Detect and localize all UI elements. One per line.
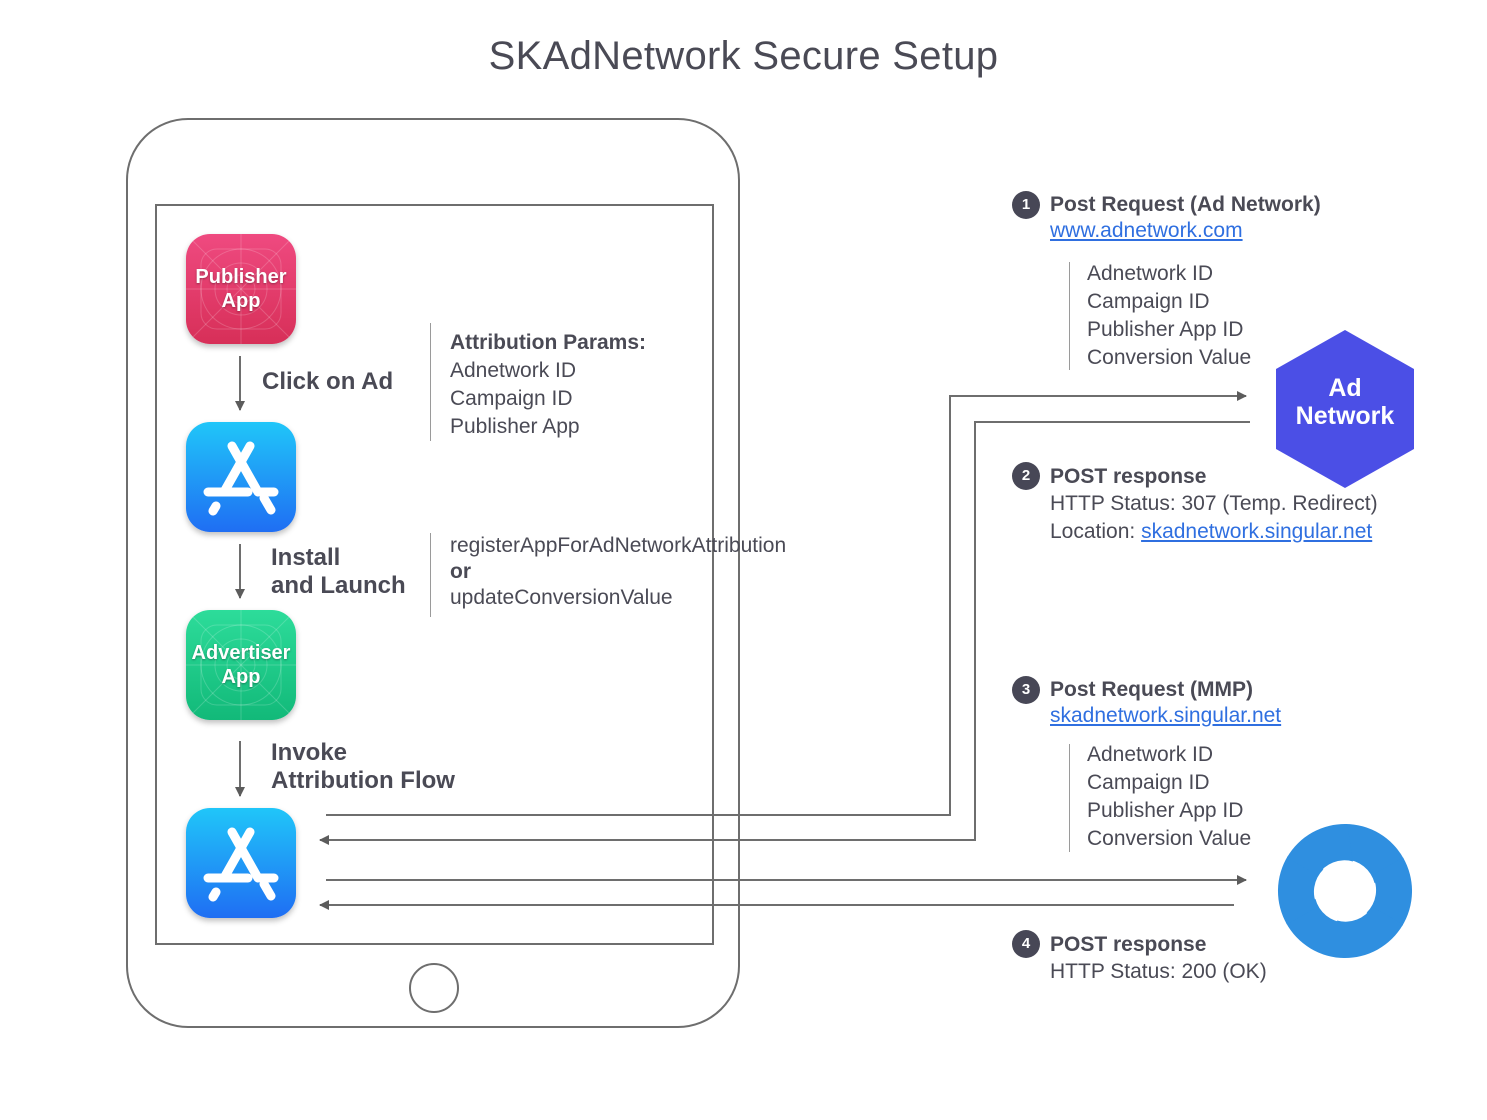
advertiser-app-icon: Advertiser App [186,610,296,720]
api-divider [430,533,431,617]
publisher-app-icon: Publisher App [186,234,296,344]
request-3-url-link[interactable]: skadnetwork.singular.net [1050,704,1282,727]
step-badge-4: 4 [1012,930,1040,958]
ad-network-hexagon-icon [1276,330,1414,488]
attribution-param-item: Adnetwork ID [450,359,577,382]
request-1-title: Post Request (Ad Network) [1050,193,1321,216]
response-2-status: HTTP Status: 307 (Temp. Redirect) [1050,492,1378,515]
ad-network-label: Ad Network [1295,374,1395,430]
tablet-frame [126,118,740,1028]
request-1-url-link[interactable]: www.adnetwork.com [1050,219,1243,242]
request-3-params: Adnetwork ID Campaign ID Publisher App I… [1087,741,1251,853]
request-3-param: Campaign ID [1087,771,1210,794]
singular-logo-icon [1278,823,1412,959]
tablet-screen [155,204,714,945]
arrow-post-response-redirect [319,421,1250,845]
response-2-location: Location: skadnetwork.singular.net [1050,518,1372,546]
publisher-app-label: Publisher App [195,266,287,312]
step-badge-1: 1 [1012,191,1040,219]
app-store-icon [186,808,296,918]
home-button [409,963,459,1013]
request-3-title: Post Request (MMP) [1050,678,1254,701]
response-4-status: HTTP Status: 200 (OK) [1050,960,1267,983]
response-2-location-link[interactable]: skadnetwork.singular.net [1141,520,1373,543]
app-grid-icon [186,234,296,344]
diagram-title: SKAdNetwork Secure Setup [488,34,999,78]
response-4-title: POST response [1050,933,1207,956]
request-3-param: Adnetwork ID [1087,743,1214,766]
request-3-divider [1069,744,1070,852]
request-1-param: Campaign ID [1087,290,1210,313]
request-3-param: Publisher App ID [1087,799,1244,822]
request-1-param: Conversion Value [1087,346,1252,369]
request-1-param: Adnetwork ID [1087,262,1214,285]
attribution-params: Attribution Params: Adnetwork ID Campaig… [450,329,646,441]
app-grid-icon [186,610,296,720]
api-call-register: registerAppForAdNetworkAttribution [450,534,787,557]
request-1-divider [1069,262,1070,370]
request-1-param: Publisher App ID [1087,318,1244,341]
api-call-or: or [450,560,471,583]
attribution-param-item: Campaign ID [450,387,573,410]
api-call-update: updateConversionValue [450,586,673,609]
attribution-param-item: Publisher App [450,415,580,438]
step-install-launch: Install and Launch [271,544,406,599]
response-2-title: POST response [1050,465,1207,488]
step-badge-3: 3 [1012,676,1040,704]
step-badge-2: 2 [1012,462,1040,490]
arrow-post-request-adnetwork [326,391,1247,816]
step-invoke-attribution: Invoke Attribution Flow [271,739,455,794]
attribution-params-heading: Attribution Params: [450,331,647,354]
api-calls: registerAppForAdNetworkAttribution or up… [450,533,786,611]
response-2-location-label: Location: [1050,520,1142,543]
app-store-icon [186,422,296,532]
advertiser-app-label: Advertiser App [191,642,291,688]
request-3-param: Conversion Value [1087,827,1252,850]
request-1-params: Adnetwork ID Campaign ID Publisher App I… [1087,260,1251,372]
step-click-on-ad: Click on Ad [262,368,394,395]
params-divider [430,323,431,441]
